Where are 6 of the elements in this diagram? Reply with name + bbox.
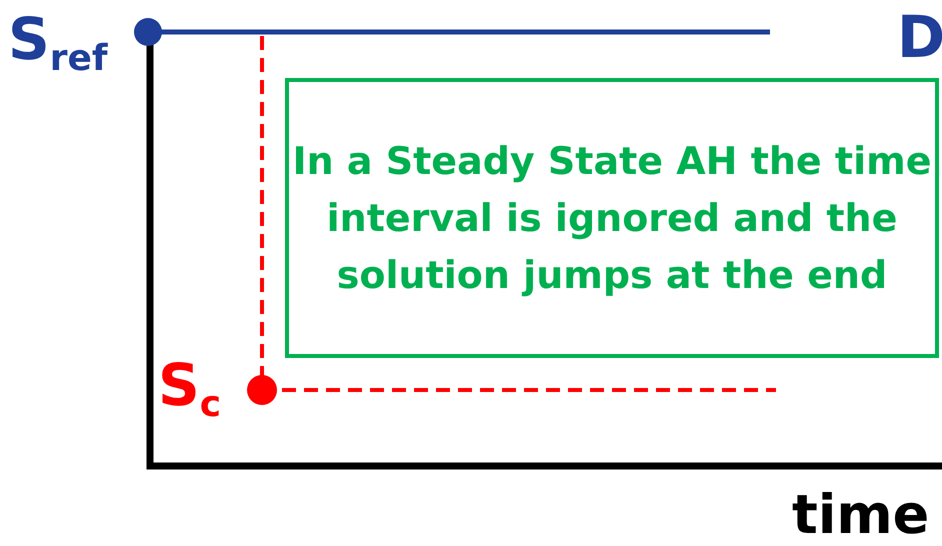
point-label: S$_{c}$ bbox=[158, 356, 222, 423]
axis-value-label: S$_{ref}$ bbox=[8, 10, 108, 77]
line-label: D bbox=[897, 8, 942, 66]
axis-title: time bbox=[792, 488, 930, 542]
note-text: In a Steady State AH the time interval is ignored and the solution jumps at the end bbox=[291, 138, 932, 298]
note-box bbox=[285, 78, 939, 358]
